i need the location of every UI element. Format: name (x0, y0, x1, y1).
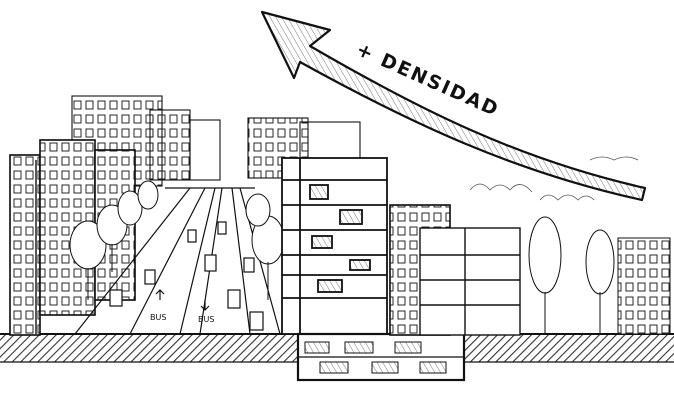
right-buildings (390, 205, 520, 335)
bus-lane-label-right: BUS (198, 315, 214, 324)
bus-lane-label-left: BUS (150, 313, 166, 322)
underground-parking (298, 334, 464, 380)
central-building-section (282, 158, 387, 334)
far-right-trees (529, 217, 670, 334)
street-trees-right (246, 194, 284, 300)
